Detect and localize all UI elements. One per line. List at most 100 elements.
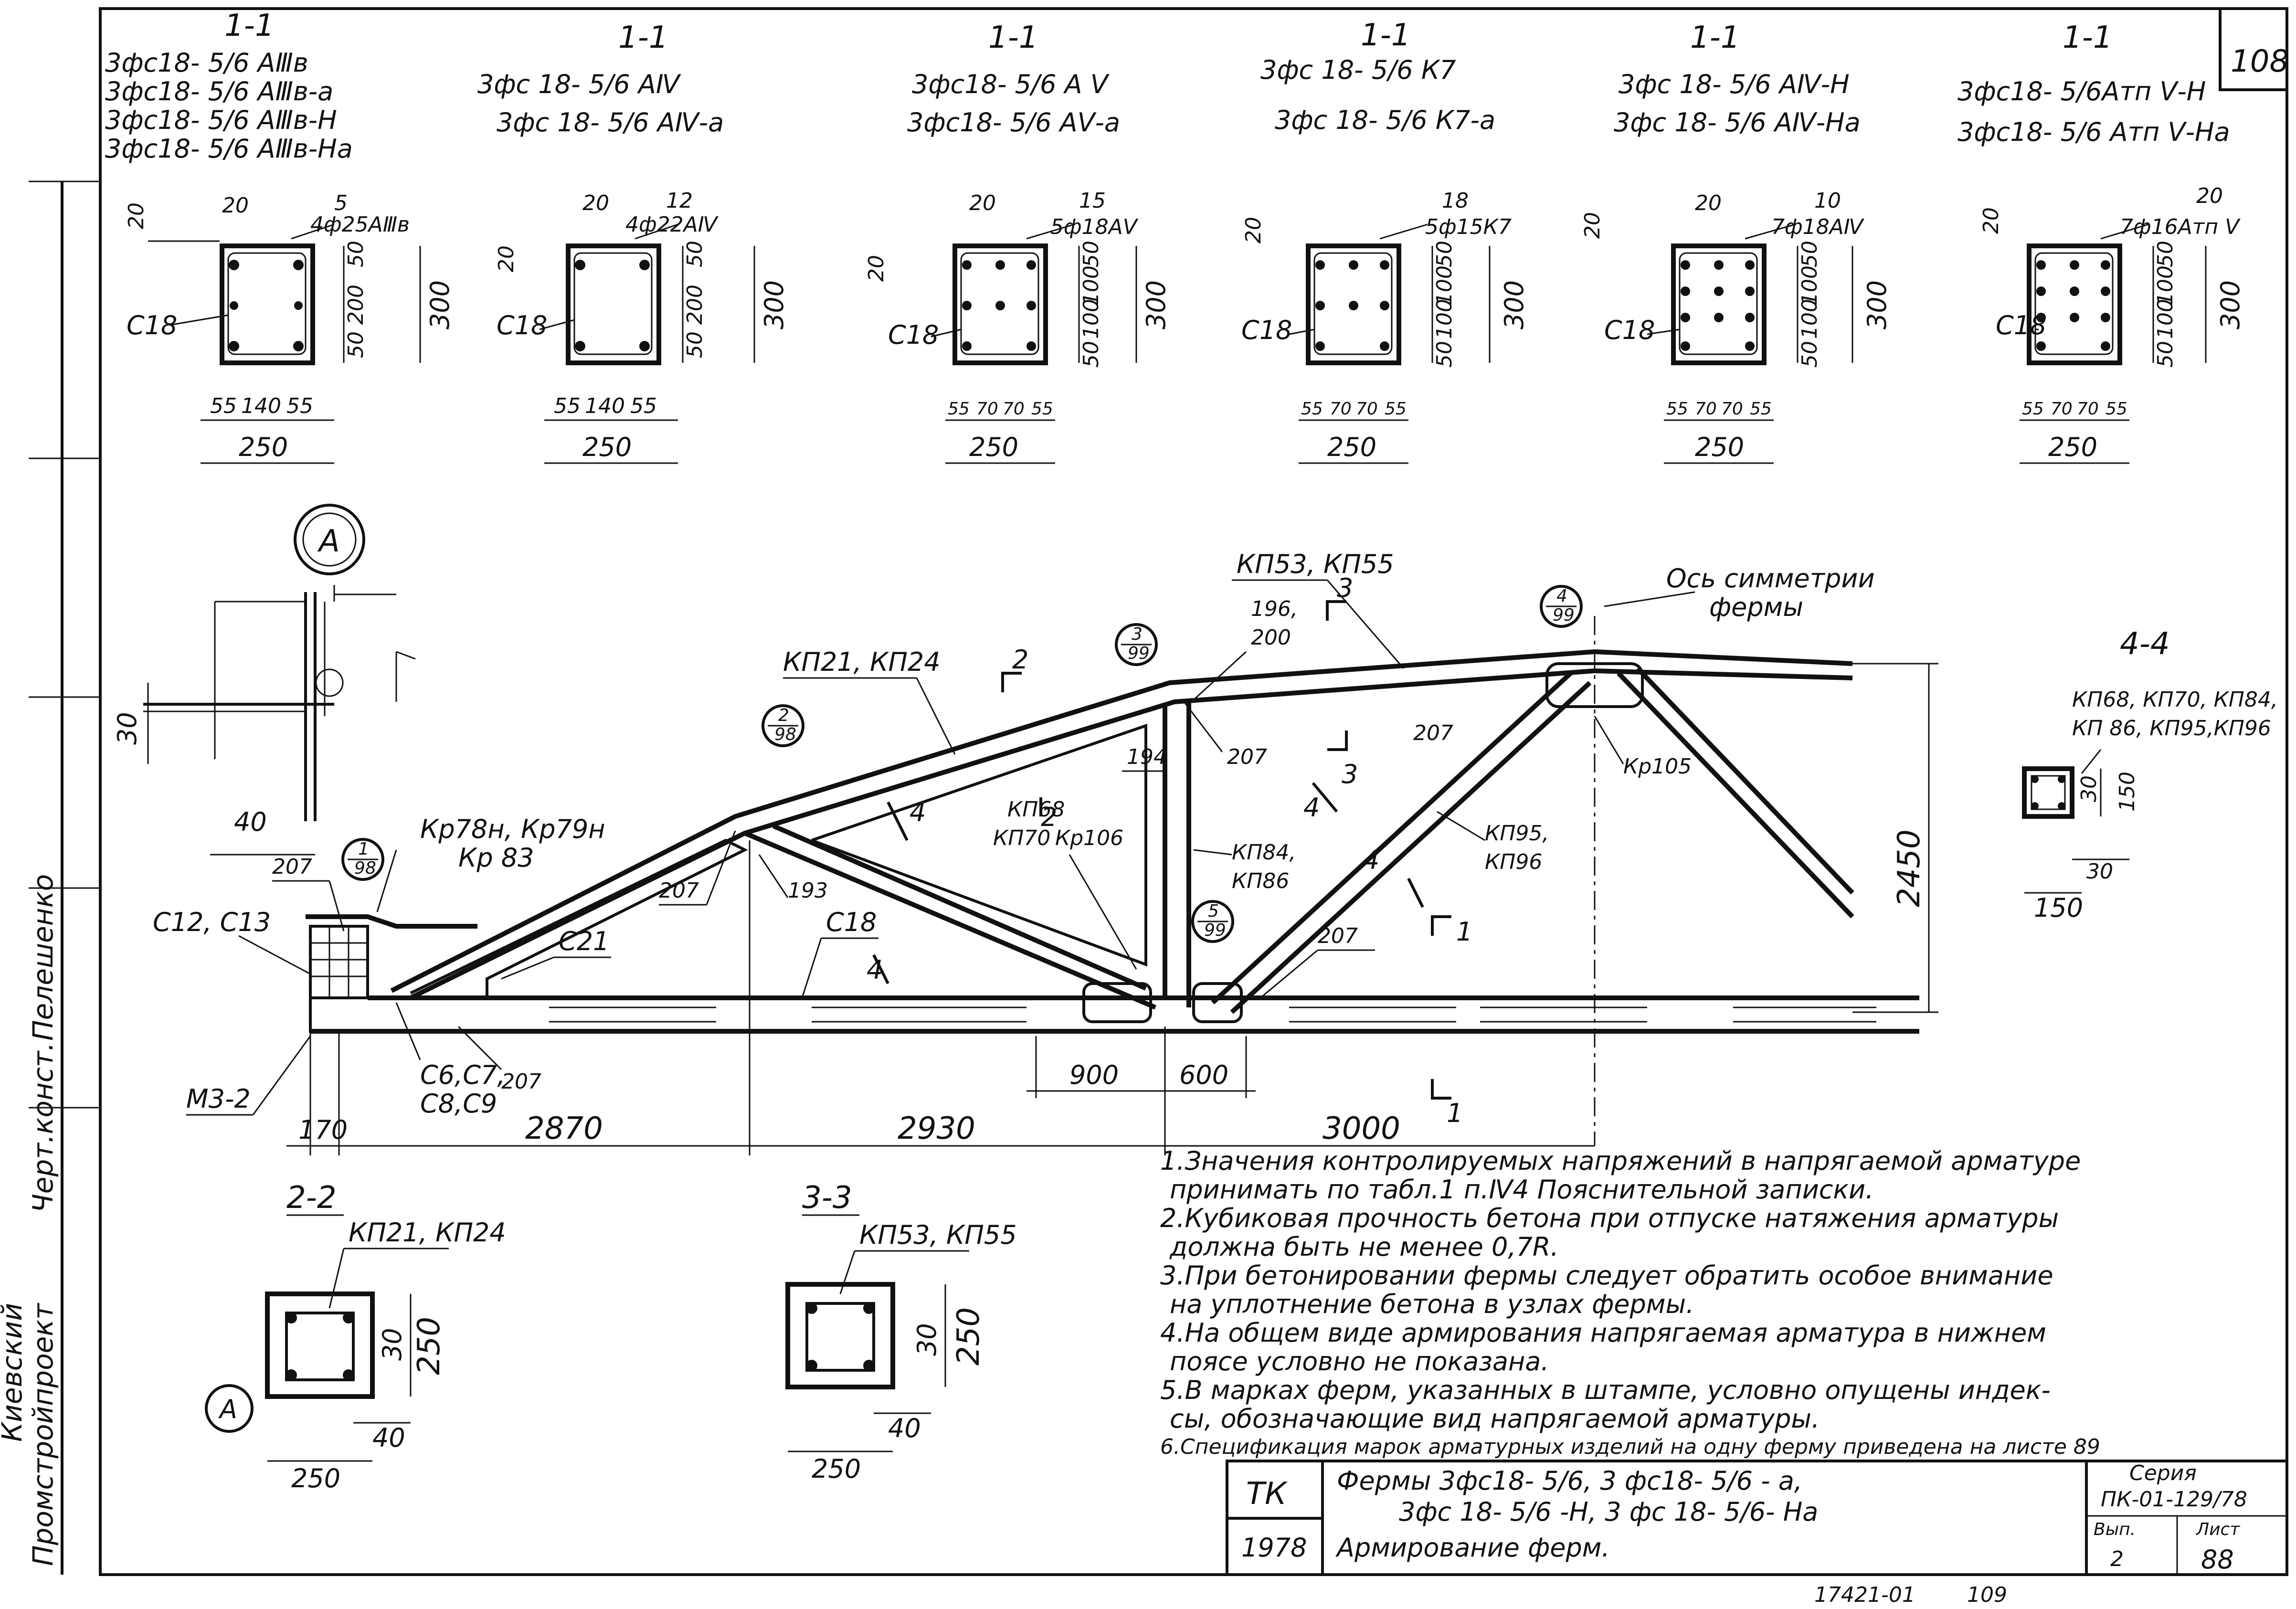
svg-text:50: 50 — [1079, 341, 1103, 368]
svg-text:250: 250 — [951, 1307, 986, 1366]
stamp-city: Киевский — [0, 1303, 28, 1442]
svg-text:10: 10 — [1814, 189, 1841, 213]
svg-text:5ф18AⅤ: 5ф18AⅤ — [1050, 215, 1139, 239]
section-1-1-b: 1-1 3фс 18- 5/6 AⅣ 3фс 18- 5/6 AⅣ-а 12 4… — [477, 20, 789, 464]
sheet-border — [99, 7, 2288, 1576]
svg-text:200: 200 — [1251, 625, 1291, 650]
svg-text:50: 50 — [344, 241, 368, 267]
bar-label: 4ф25AⅢв — [310, 212, 410, 237]
note-line: сы, обозначающие вид напрягаемой арматур… — [1170, 1404, 1820, 1434]
svg-text:30: 30 — [2077, 775, 2101, 802]
svg-text:250: 250 — [2048, 432, 2097, 462]
mark-line: 3фс 18- 5/6 AⅣ — [477, 69, 681, 99]
svg-text:20: 20 — [124, 202, 148, 229]
svg-text:4: 4 — [1303, 793, 1320, 823]
mark-line: 3фс 18- 5/6 AⅣ-а — [497, 107, 724, 138]
section-1-1-f: 1-1 3фс18- 5/6Атп Ⅴ-Н 3фс18- 5/6 Атп Ⅴ-Н… — [1957, 20, 2245, 464]
svg-text:170: 170 — [298, 1115, 348, 1145]
svg-text:55: 55 — [2022, 399, 2044, 419]
svg-text:20: 20 — [2196, 184, 2223, 208]
sheet-value: 88 — [2201, 1545, 2234, 1575]
note-line: 1.Значения контролируемых напряжений в н… — [1160, 1146, 2081, 1176]
svg-text:12: 12 — [666, 189, 693, 213]
svg-text:С18: С18 — [826, 907, 877, 937]
svg-text:207: 207 — [501, 1069, 541, 1094]
svg-text:100: 100 — [1079, 265, 1103, 306]
year: 1978 — [1241, 1533, 1307, 1563]
svg-text:20: 20 — [969, 191, 996, 215]
svg-text:3: 3 — [1342, 759, 1358, 789]
svg-text:250: 250 — [582, 432, 632, 462]
svg-text:Кр 83: Кр 83 — [458, 843, 534, 873]
note-line: на уплотнение бетона в узлах фермы. — [1170, 1289, 1694, 1319]
svg-text:207: 207 — [272, 855, 312, 879]
sheet-number-box — [2219, 7, 2288, 91]
svg-text:2: 2 — [778, 706, 789, 725]
section-title: 1-1 — [988, 20, 1038, 55]
svg-text:20: 20 — [494, 245, 518, 272]
stamp-role: Черт.конст. — [27, 1042, 59, 1213]
svg-text:18: 18 — [1442, 189, 1469, 213]
tk-mark: ТК — [1246, 1476, 1288, 1512]
svg-text:100: 100 — [1798, 299, 1822, 339]
axis-label: фермы — [1709, 592, 1803, 622]
stamp-org: Промстройпроект — [27, 1302, 59, 1566]
svg-text:100: 100 — [1432, 299, 1457, 339]
svg-text:55: 55 — [210, 394, 237, 418]
issue-value: 2 — [2110, 1547, 2124, 1571]
title-line: Армирование ферм. — [1335, 1533, 1610, 1563]
mark-line: 3фс 18- 5/6 К7-а — [1275, 105, 1495, 135]
section-outline — [566, 243, 661, 365]
svg-text:70: 70 — [1003, 399, 1025, 419]
mark-line: 3фс 18- 5/6 AⅣ-На — [1614, 107, 1861, 138]
series-label: Серия — [2129, 1461, 2197, 1485]
node-ref-5: 5 99 — [1191, 900, 1234, 943]
svg-text:100: 100 — [2153, 299, 2178, 339]
svg-text:196,: 196, — [1251, 597, 1298, 621]
svg-text:70: 70 — [2077, 399, 2099, 419]
stirrup-label: С18 — [888, 320, 939, 350]
node-ref-2: 2 98 — [762, 704, 804, 747]
section-title: 1-1 — [2063, 20, 2113, 55]
archive-number: 17421-01 — [1814, 1583, 1915, 1607]
stirrup-label: С18 — [1996, 310, 2046, 340]
svg-text:50: 50 — [1798, 241, 1822, 267]
stirrup-label: С18 — [127, 310, 177, 340]
svg-text:КП84,: КП84, — [1232, 840, 1296, 865]
svg-text:1: 1 — [358, 839, 369, 859]
svg-text:КП21, КП24: КП21, КП24 — [783, 647, 941, 677]
sheet-label: Лист — [2195, 1520, 2240, 1539]
svg-text:207: 207 — [1227, 745, 1267, 769]
notes: 1.Значения контролируемых напряжений в н… — [1160, 1146, 2100, 1459]
svg-text:100: 100 — [2153, 265, 2178, 306]
svg-text:200: 200 — [683, 285, 707, 325]
mark-line: 3фс18- 5/6 AⅢв — [105, 48, 308, 78]
svg-text:30: 30 — [2086, 859, 2113, 884]
svg-text:50: 50 — [1432, 241, 1457, 267]
svg-text:КП96: КП96 — [1485, 850, 1542, 874]
svg-text:250: 250 — [239, 432, 288, 462]
svg-text:250: 250 — [812, 1454, 861, 1484]
svg-text:50: 50 — [683, 331, 707, 358]
stamp-name: Пелешенко — [27, 874, 59, 1041]
svg-text:КП53, КП55: КП53, КП55 — [1237, 549, 1394, 579]
svg-text:140: 140 — [585, 394, 625, 418]
section-title: 1-1 — [1361, 18, 1411, 53]
svg-text:7ф16Атп Ⅴ: 7ф16Атп Ⅴ — [2120, 215, 2241, 239]
section-title: 1-1 — [1690, 20, 1740, 55]
title-block: ТК 1978 Фермы 3фс18- 5/6, 3 фс18- 5/6 - … — [1226, 1460, 2288, 1576]
section-outline — [952, 243, 1048, 365]
svg-text:300: 300 — [1499, 280, 1529, 329]
svg-text:4: 4 — [867, 955, 883, 985]
svg-text:С12, С13: С12, С13 — [153, 907, 271, 937]
svg-text:КП86: КП86 — [1232, 869, 1289, 893]
svg-text:50: 50 — [683, 241, 707, 267]
svg-text:99: 99 — [1204, 921, 1226, 940]
svg-text:99: 99 — [1128, 644, 1150, 663]
note-line: 3.При бетонировании фермы следует обрати… — [1160, 1260, 2053, 1291]
svg-text:207: 207 — [1318, 924, 1358, 948]
bar-count: 5 — [334, 191, 348, 215]
svg-text:55: 55 — [2106, 399, 2127, 419]
truss-height: 2450 — [1892, 829, 1927, 907]
